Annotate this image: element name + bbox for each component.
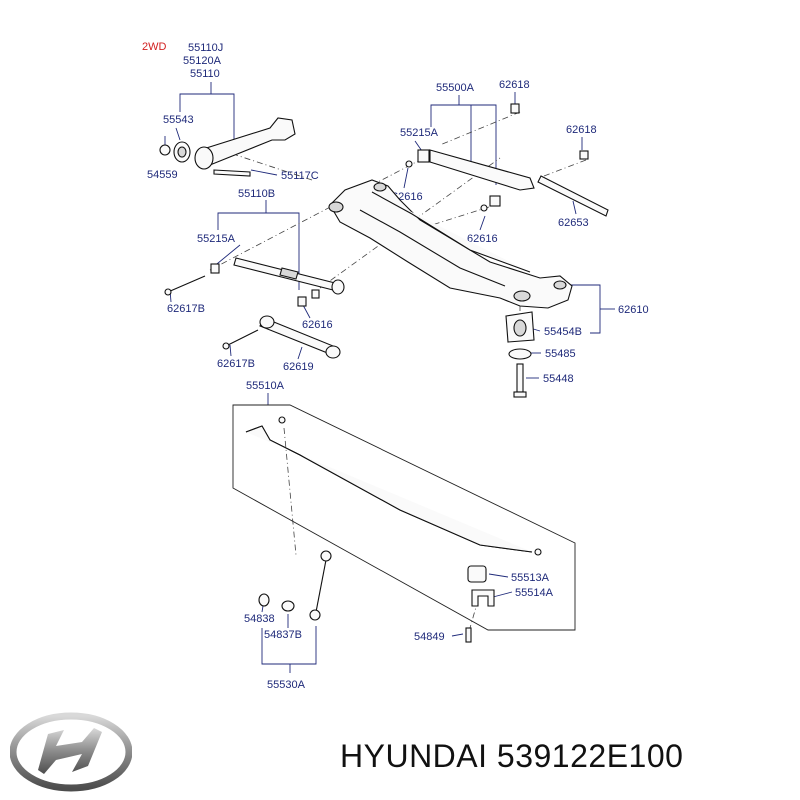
- stabilizer-link-assembly: [258, 550, 332, 621]
- part-label-62618-top: 62618: [499, 79, 530, 91]
- part-label-55448: 55448: [543, 373, 574, 385]
- trailing-arm-assembly: [405, 103, 609, 217]
- part-label-55110b: 55110B: [238, 188, 275, 200]
- part-label-62616-mid: 62616: [302, 319, 333, 331]
- part-label-55514a: 55514A: [515, 587, 554, 599]
- crossmember-assembly: [328, 179, 573, 309]
- part-label-55215a-left: 55215A: [197, 233, 236, 245]
- part-label-55530a: 55530A: [267, 679, 306, 691]
- part-label-62610: 62610: [618, 304, 649, 316]
- part-label-62617b-bottom: 62617B: [217, 358, 255, 370]
- part-label-55110j: 55110J: [188, 42, 223, 54]
- part-label-55485: 55485: [545, 348, 576, 360]
- hyundai-logo-icon: [10, 712, 132, 792]
- part-label-62617b-top: 62617B: [167, 303, 205, 315]
- part-label-54838: 54838: [244, 613, 275, 625]
- variant-label-2wd: 2WD: [142, 41, 167, 53]
- part-label-62618-right: 62618: [566, 124, 597, 136]
- part-label-54849: 54849: [414, 631, 445, 643]
- part-label-62619: 62619: [283, 361, 314, 373]
- crossmember-mount-assembly: [505, 311, 535, 398]
- part-label-55454b: 55454B: [544, 326, 582, 338]
- brand-part-number-title: HYUNDAI 539122E100: [340, 738, 684, 774]
- part-label-55500a: 55500A: [436, 82, 475, 94]
- part-label-55513a: 55513A: [511, 572, 550, 584]
- part-label-54837b: 54837B: [264, 629, 302, 641]
- part-label-55510a: 55510A: [246, 380, 285, 392]
- lateral-link-assembly: [164, 257, 345, 307]
- part-label-55215a-right: 55215A: [400, 127, 439, 139]
- center-lines: [209, 111, 587, 629]
- part-label-55120a: 55120A: [183, 55, 222, 67]
- part-label-62616-right: 62616: [467, 233, 498, 245]
- part-label-62653: 62653: [558, 217, 589, 229]
- upper-arm-assembly: [159, 117, 296, 177]
- part-label-55543: 55543: [163, 114, 194, 126]
- part-label-55110: 55110: [190, 68, 220, 80]
- part-label-54559: 54559: [147, 169, 178, 181]
- stabilizer-bar-assembly: [232, 404, 576, 643]
- lower-link-assembly: [222, 315, 341, 359]
